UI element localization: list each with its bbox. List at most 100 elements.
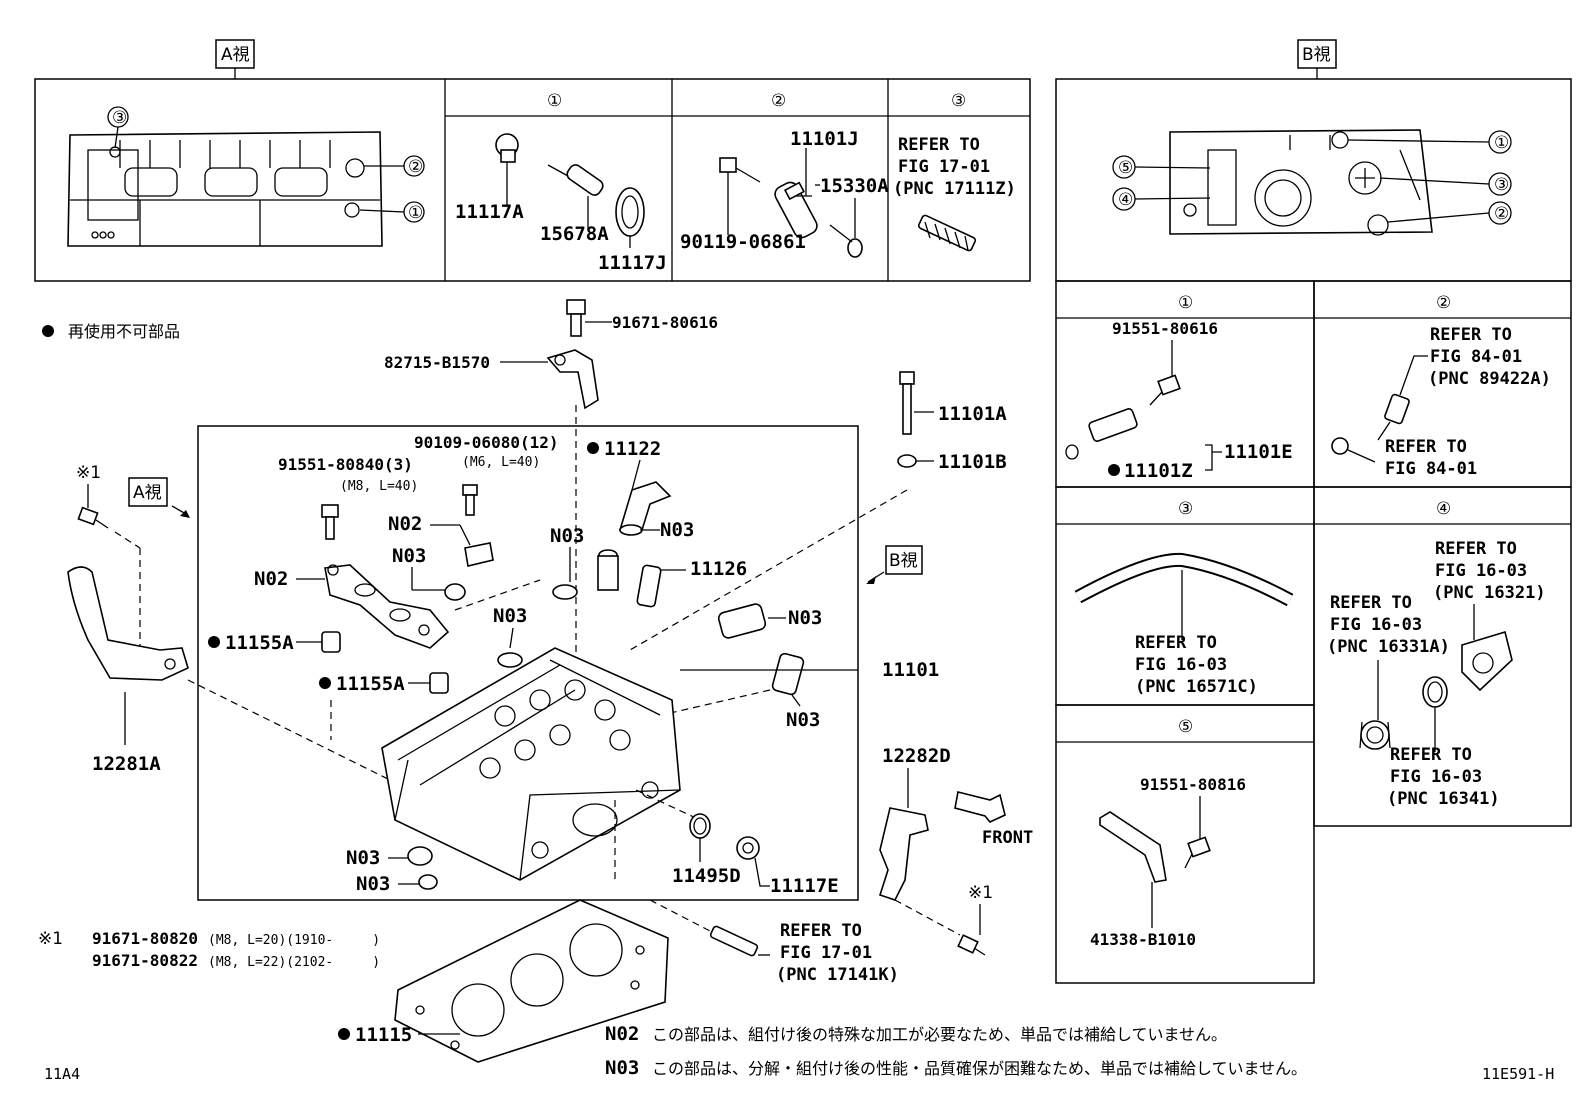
- bracket-12281a: [67, 566, 189, 681]
- note-n03-code: N03: [605, 1057, 639, 1079]
- legend-non-reusable: 再使用不可部品: [68, 322, 180, 341]
- a-header-3: ③: [951, 91, 966, 111]
- pnc-90119-06861: 90119-06861: [680, 231, 806, 253]
- stud-spec: (M6, L=40): [462, 455, 540, 470]
- a-view-marker: A視: [133, 483, 162, 503]
- b4-ref3-a: REFER TO: [1390, 745, 1472, 765]
- b-header-1: ①: [1178, 293, 1193, 313]
- ref17-a: REFER TO: [780, 921, 862, 941]
- a-callout-2: ②: [408, 157, 423, 177]
- b-callout-5: ⑤: [1118, 158, 1133, 178]
- bracket-12282d: [878, 807, 929, 901]
- n03-h: N03: [356, 873, 390, 895]
- pnc-11155a-lower: 11155A: [336, 673, 405, 695]
- corner-left: 11A4: [44, 1065, 80, 1083]
- a-callout-1: ①: [408, 203, 423, 223]
- head-gasket-11115: [394, 899, 669, 1063]
- b4-ref2-a: REFER TO: [1330, 593, 1412, 613]
- pnc-11115: 11115: [355, 1024, 412, 1046]
- pnc-11117j: 11117J: [598, 252, 667, 274]
- pnc-41338-b1010: 41338-B1010: [1090, 930, 1196, 949]
- a-header-1: ①: [547, 91, 562, 111]
- a-callout-3: ③: [112, 108, 127, 128]
- b-callout-2: ②: [1494, 204, 1509, 224]
- b4-ref2-c: (PNC 16331A): [1327, 637, 1450, 657]
- cylinder-head: [381, 647, 681, 881]
- pnc-90109-06080: 90109-06080(12): [414, 433, 559, 452]
- corner-right: 11E591-H: [1482, 1065, 1554, 1083]
- n03-f: N03: [786, 709, 820, 731]
- b2-ref2-b: FIG 84-01: [1385, 459, 1477, 479]
- front-label: FRONT: [982, 828, 1033, 848]
- b3-ref-b: FIG 16-03: [1135, 655, 1227, 675]
- pnc-11101z: 11101Z: [1124, 460, 1193, 482]
- pnc-11101: 11101: [882, 659, 939, 681]
- a-header-2: ②: [771, 91, 786, 111]
- tube-11126: [636, 564, 662, 608]
- b4-ref1-c: (PNC 16321): [1433, 583, 1546, 603]
- n02-upper: N02: [388, 513, 422, 535]
- b2-ref2-a: REFER TO: [1385, 437, 1467, 457]
- pnc-11117a: 11117A: [455, 201, 524, 223]
- b-header-3: ③: [1178, 499, 1193, 519]
- b-view-marker: B視: [889, 551, 918, 571]
- note-n03-text: この部品は、分解・組付け後の性能・品質確保が困難なため、単品では補給していません…: [652, 1059, 1307, 1078]
- b4-ref1-a: REFER TO: [1435, 539, 1517, 559]
- pnc-91551-80616: 91551-80616: [1112, 319, 1218, 338]
- bracket-41338: [1099, 811, 1167, 883]
- pnc-82715-b1570: 82715-B1570: [384, 353, 490, 372]
- cam-bearing-cap-n02: [324, 564, 450, 649]
- b2-ref1-c: (PNC 89422A): [1428, 369, 1551, 389]
- sensor-89422a: [1384, 393, 1410, 425]
- pnc-12281a: 12281A: [92, 753, 161, 775]
- a-view-panel: A視 ① ② ③ ③ ② ①: [34, 39, 1031, 282]
- pnc-91551-80816: 91551-80816: [1140, 775, 1246, 794]
- footnote-line2-pn: 91671-80822: [92, 951, 198, 970]
- kome1-left: ※1: [76, 463, 101, 483]
- b3-ref-c: (PNC 16571C): [1135, 677, 1258, 697]
- ref17-b: FIG 17-01: [780, 943, 872, 963]
- a3-ref-3: (PNC 17111Z): [893, 179, 1016, 199]
- note-n02-code: N02: [605, 1023, 639, 1045]
- pnc-11101j: 11101J: [790, 128, 859, 150]
- pnc-11117e: 11117E: [770, 875, 839, 897]
- kome1-right: ※1: [968, 883, 993, 903]
- ref17-c: (PNC 17141K): [776, 965, 899, 985]
- cylinder-head-b-view: [1169, 129, 1433, 236]
- non-reusable-dot: [42, 325, 54, 337]
- b3-ref-a: REFER TO: [1135, 633, 1217, 653]
- note-n02-text: この部品は、組付け後の特殊な加工が必要なため、単品では補給していません。: [652, 1025, 1227, 1044]
- b4-ref3-b: FIG 16-03: [1390, 767, 1482, 787]
- b4-ref3-c: (PNC 16341): [1387, 789, 1500, 809]
- a-cell-2-parts: [719, 157, 863, 258]
- pnc-15678a: 15678A: [540, 223, 609, 245]
- n03-b: N03: [550, 525, 584, 547]
- water-inlet-16321: [1461, 630, 1513, 692]
- pnc-15330a: 15330A: [820, 175, 889, 197]
- footnote-line2-spec: (M8, L=22)(2102- ): [208, 955, 380, 970]
- pnc-12282d: 12282D: [882, 745, 951, 767]
- b-view-panel: B視 ① ③ ② ⑤ ④: [1055, 39, 1572, 984]
- pnc-11122: 11122: [604, 438, 661, 460]
- footnote-line1-spec: (M8, L=20)(1910- ): [208, 933, 380, 948]
- pnc-11101a: 11101A: [938, 403, 1007, 425]
- bolt-91551-spec: (M8, L=40): [340, 479, 418, 494]
- thermostat-16331a: [1360, 720, 1390, 750]
- a3-ref-2: FIG 17-01: [898, 157, 990, 177]
- b-callout-3: ③: [1494, 175, 1509, 195]
- fitting-n03-f: [771, 652, 805, 696]
- pnc-11155a-upper: 11155A: [225, 632, 294, 654]
- front-arrow: [954, 791, 1006, 823]
- b-callout-1: ①: [1494, 133, 1509, 153]
- b4-ref1-b: FIG 16-03: [1435, 561, 1527, 581]
- fitting-n03-e: [717, 603, 767, 639]
- b-header-5: ⑤: [1178, 717, 1193, 737]
- cap-n02: [464, 542, 494, 567]
- b-header-4: ④: [1436, 499, 1451, 519]
- pnc-91551-80840: 91551-80840(3): [278, 455, 413, 474]
- a-cell-1-parts: [495, 133, 645, 237]
- b-callout-4: ④: [1118, 190, 1133, 210]
- b-view-tag: B視: [1302, 45, 1331, 65]
- pnc-11126: 11126: [690, 558, 747, 580]
